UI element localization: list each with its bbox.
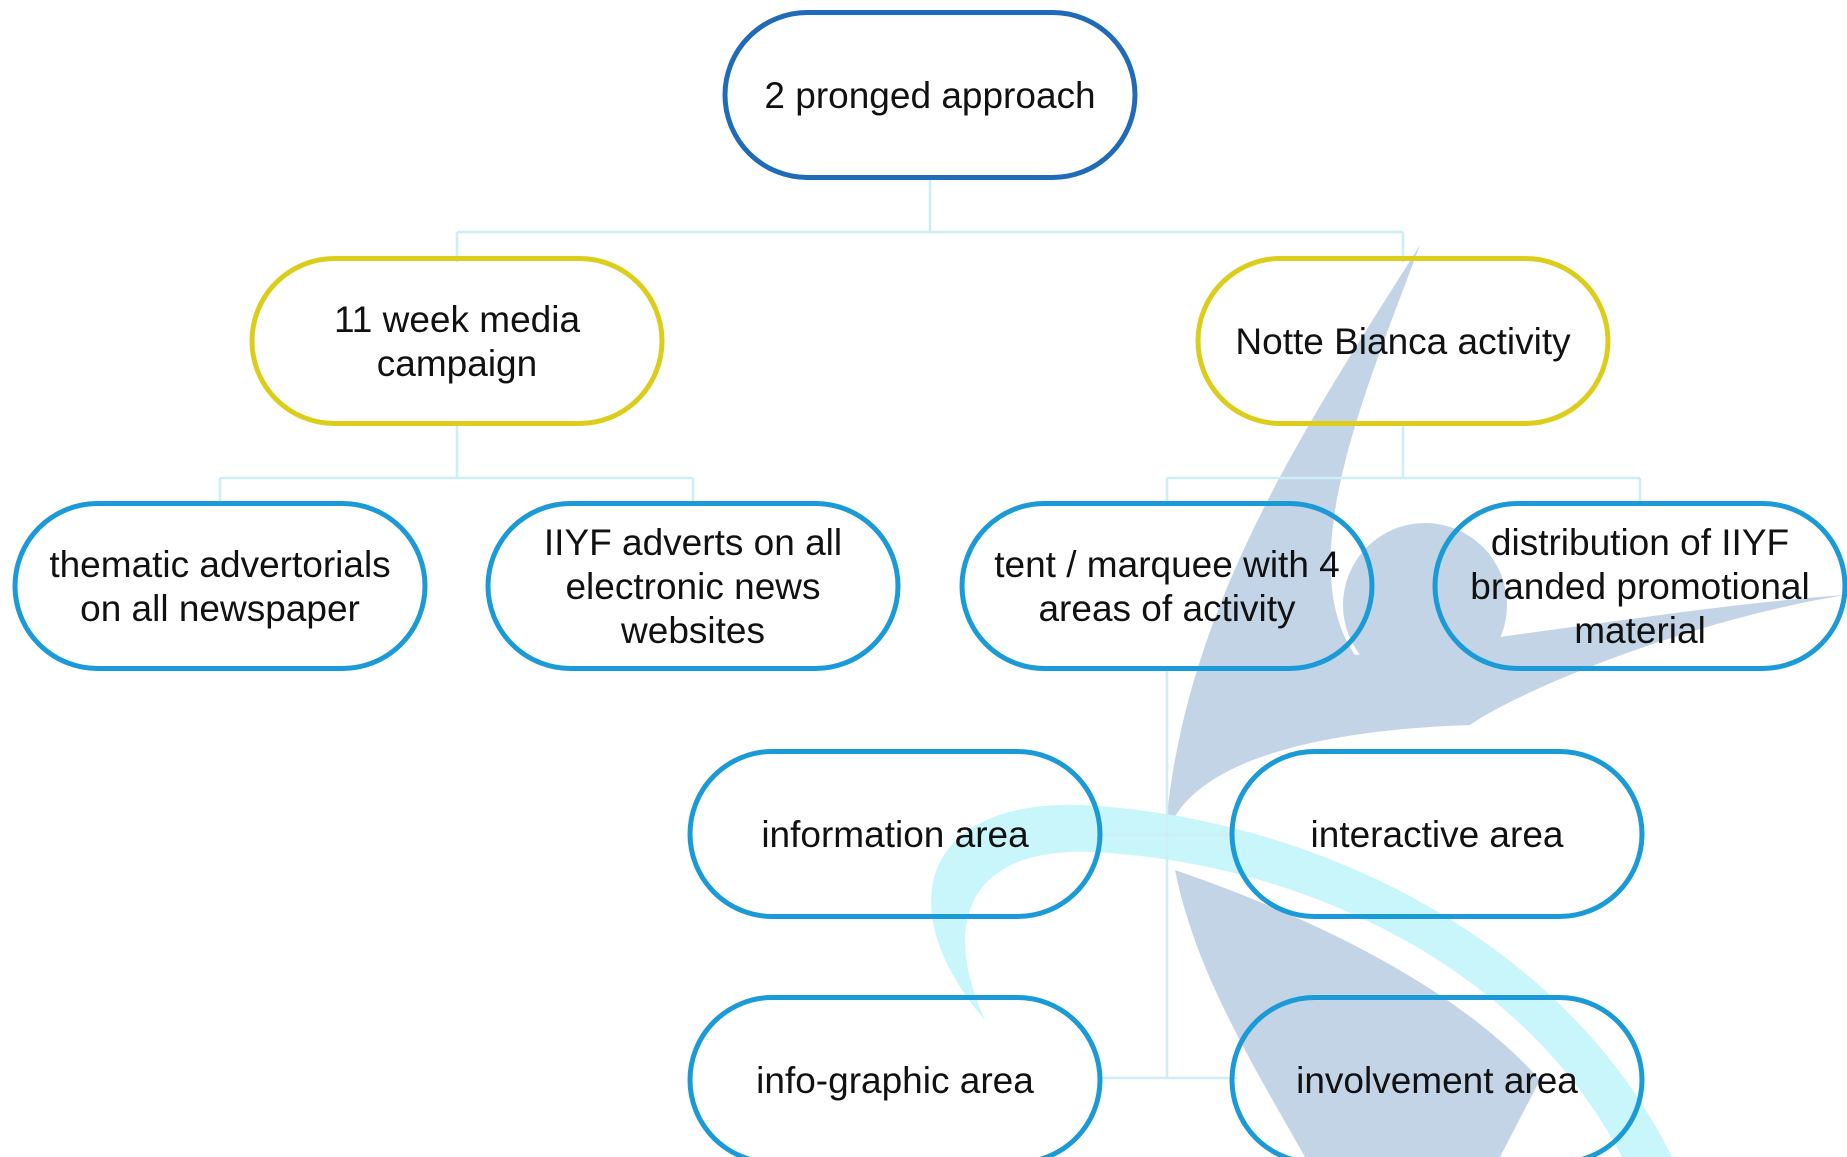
node-distribution-border bbox=[1432, 501, 1847, 671]
node-adverts-border bbox=[485, 501, 901, 671]
node-notte-label: Notte Bianca activity bbox=[1235, 321, 1571, 362]
watermark-logo bbox=[931, 245, 1845, 1157]
node-infographic-label: info-graphic area bbox=[756, 1060, 1034, 1101]
node-information-label: information area bbox=[761, 814, 1029, 855]
connector-media-to-children bbox=[218, 422, 695, 505]
node-information: information area bbox=[687, 749, 1103, 919]
node-involvement-label: involvement area bbox=[1296, 1060, 1578, 1101]
logo-cyan-ring bbox=[931, 804, 1672, 1157]
node-tent-border bbox=[959, 501, 1375, 671]
connector-root-to-level1 bbox=[455, 178, 1405, 262]
connector-tent-to-areas bbox=[1100, 667, 1237, 1080]
node-information-border bbox=[687, 749, 1103, 919]
node-interactive: interactive area bbox=[1229, 749, 1645, 919]
node-involvement-border bbox=[1229, 995, 1645, 1157]
logo-body-swoosh bbox=[1175, 870, 1540, 1157]
node-root-label: 2 pronged approach bbox=[764, 75, 1095, 116]
logo-arm-swoosh bbox=[1165, 245, 1845, 840]
node-infographic-border bbox=[687, 995, 1103, 1157]
node-interactive-label: interactive area bbox=[1311, 814, 1564, 855]
node-advertorials-border bbox=[12, 501, 428, 671]
node-notte-border bbox=[1195, 256, 1611, 426]
node-media-border bbox=[249, 256, 665, 426]
node-notte: Notte Bianca activity bbox=[1195, 256, 1611, 426]
node-root-border bbox=[722, 10, 1138, 180]
connector-notte-to-children bbox=[1165, 422, 1642, 505]
node-infographic: info-graphic area bbox=[687, 995, 1103, 1157]
node-involvement: involvement area bbox=[1229, 995, 1645, 1157]
connector-lines bbox=[218, 178, 1642, 1080]
node-root: 2 pronged approach bbox=[722, 10, 1138, 180]
node-interactive-border bbox=[1229, 749, 1645, 919]
